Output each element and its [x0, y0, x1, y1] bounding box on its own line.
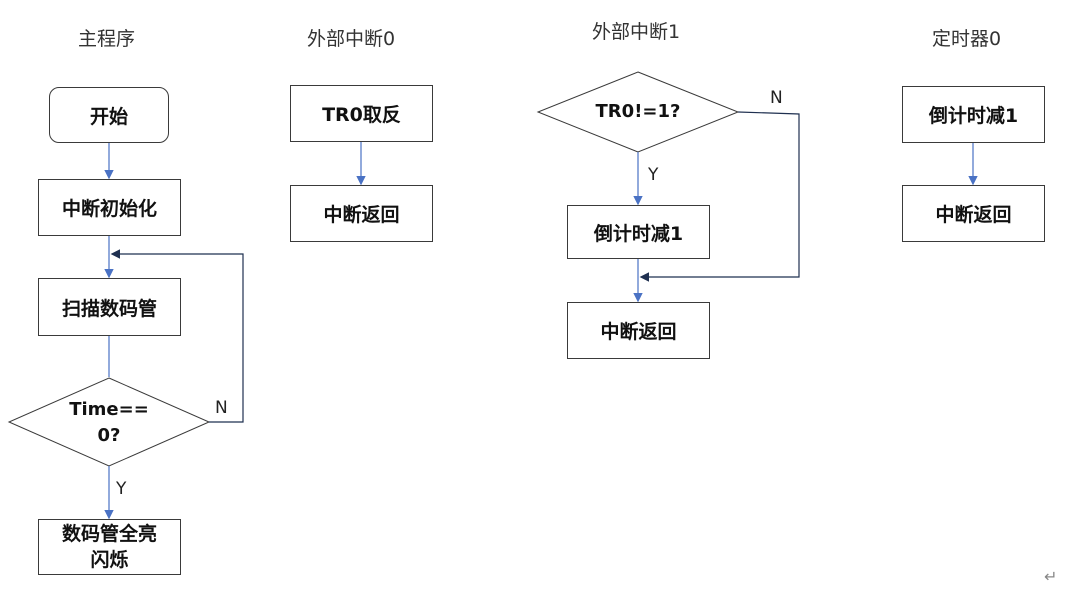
paragraph-return-icon: ↵: [1044, 567, 1058, 586]
ext1-title: 外部中断1: [592, 21, 681, 43]
main-yes-label: Y: [116, 479, 127, 499]
ext0-title: 外部中断0: [307, 28, 396, 50]
main-decision-line2: 0?: [97, 425, 121, 446]
main-decision-text: Time== 0?: [49, 397, 169, 449]
ext1-countdown-box: 倒计时减1: [567, 205, 710, 259]
main-no-label: N: [215, 398, 228, 418]
main-decision-line1: Time==: [69, 399, 149, 420]
ext0-toggle-tr0-box: TR0取反: [290, 85, 433, 142]
ext1-return-box: 中断返回: [567, 302, 710, 359]
timer0-title: 定时器0: [932, 28, 1002, 50]
main-program-title: 主程序: [78, 28, 136, 50]
ext1-no-label: N: [770, 88, 783, 108]
all-on-blink-box: 数码管全亮 闪烁: [38, 519, 181, 575]
timer0-return-box: 中断返回: [902, 185, 1045, 242]
start-terminal: 开始: [49, 87, 169, 143]
ext1-no-branch-line: [639, 111, 800, 282]
ext1-yes-label: Y: [648, 165, 659, 185]
init-interrupt-box: 中断初始化: [38, 179, 181, 236]
ext0-return-box: 中断返回: [290, 185, 433, 242]
main-loop-back-line: [110, 249, 244, 423]
all-on-blink-line2: 闪烁: [90, 549, 129, 571]
ext1-decision-text: TR0!=1?: [595, 101, 681, 122]
scan-display-box: 扫描数码管: [38, 278, 181, 336]
timer0-countdown-box: 倒计时减1: [902, 86, 1045, 143]
all-on-blink-line1: 数码管全亮: [61, 523, 157, 545]
